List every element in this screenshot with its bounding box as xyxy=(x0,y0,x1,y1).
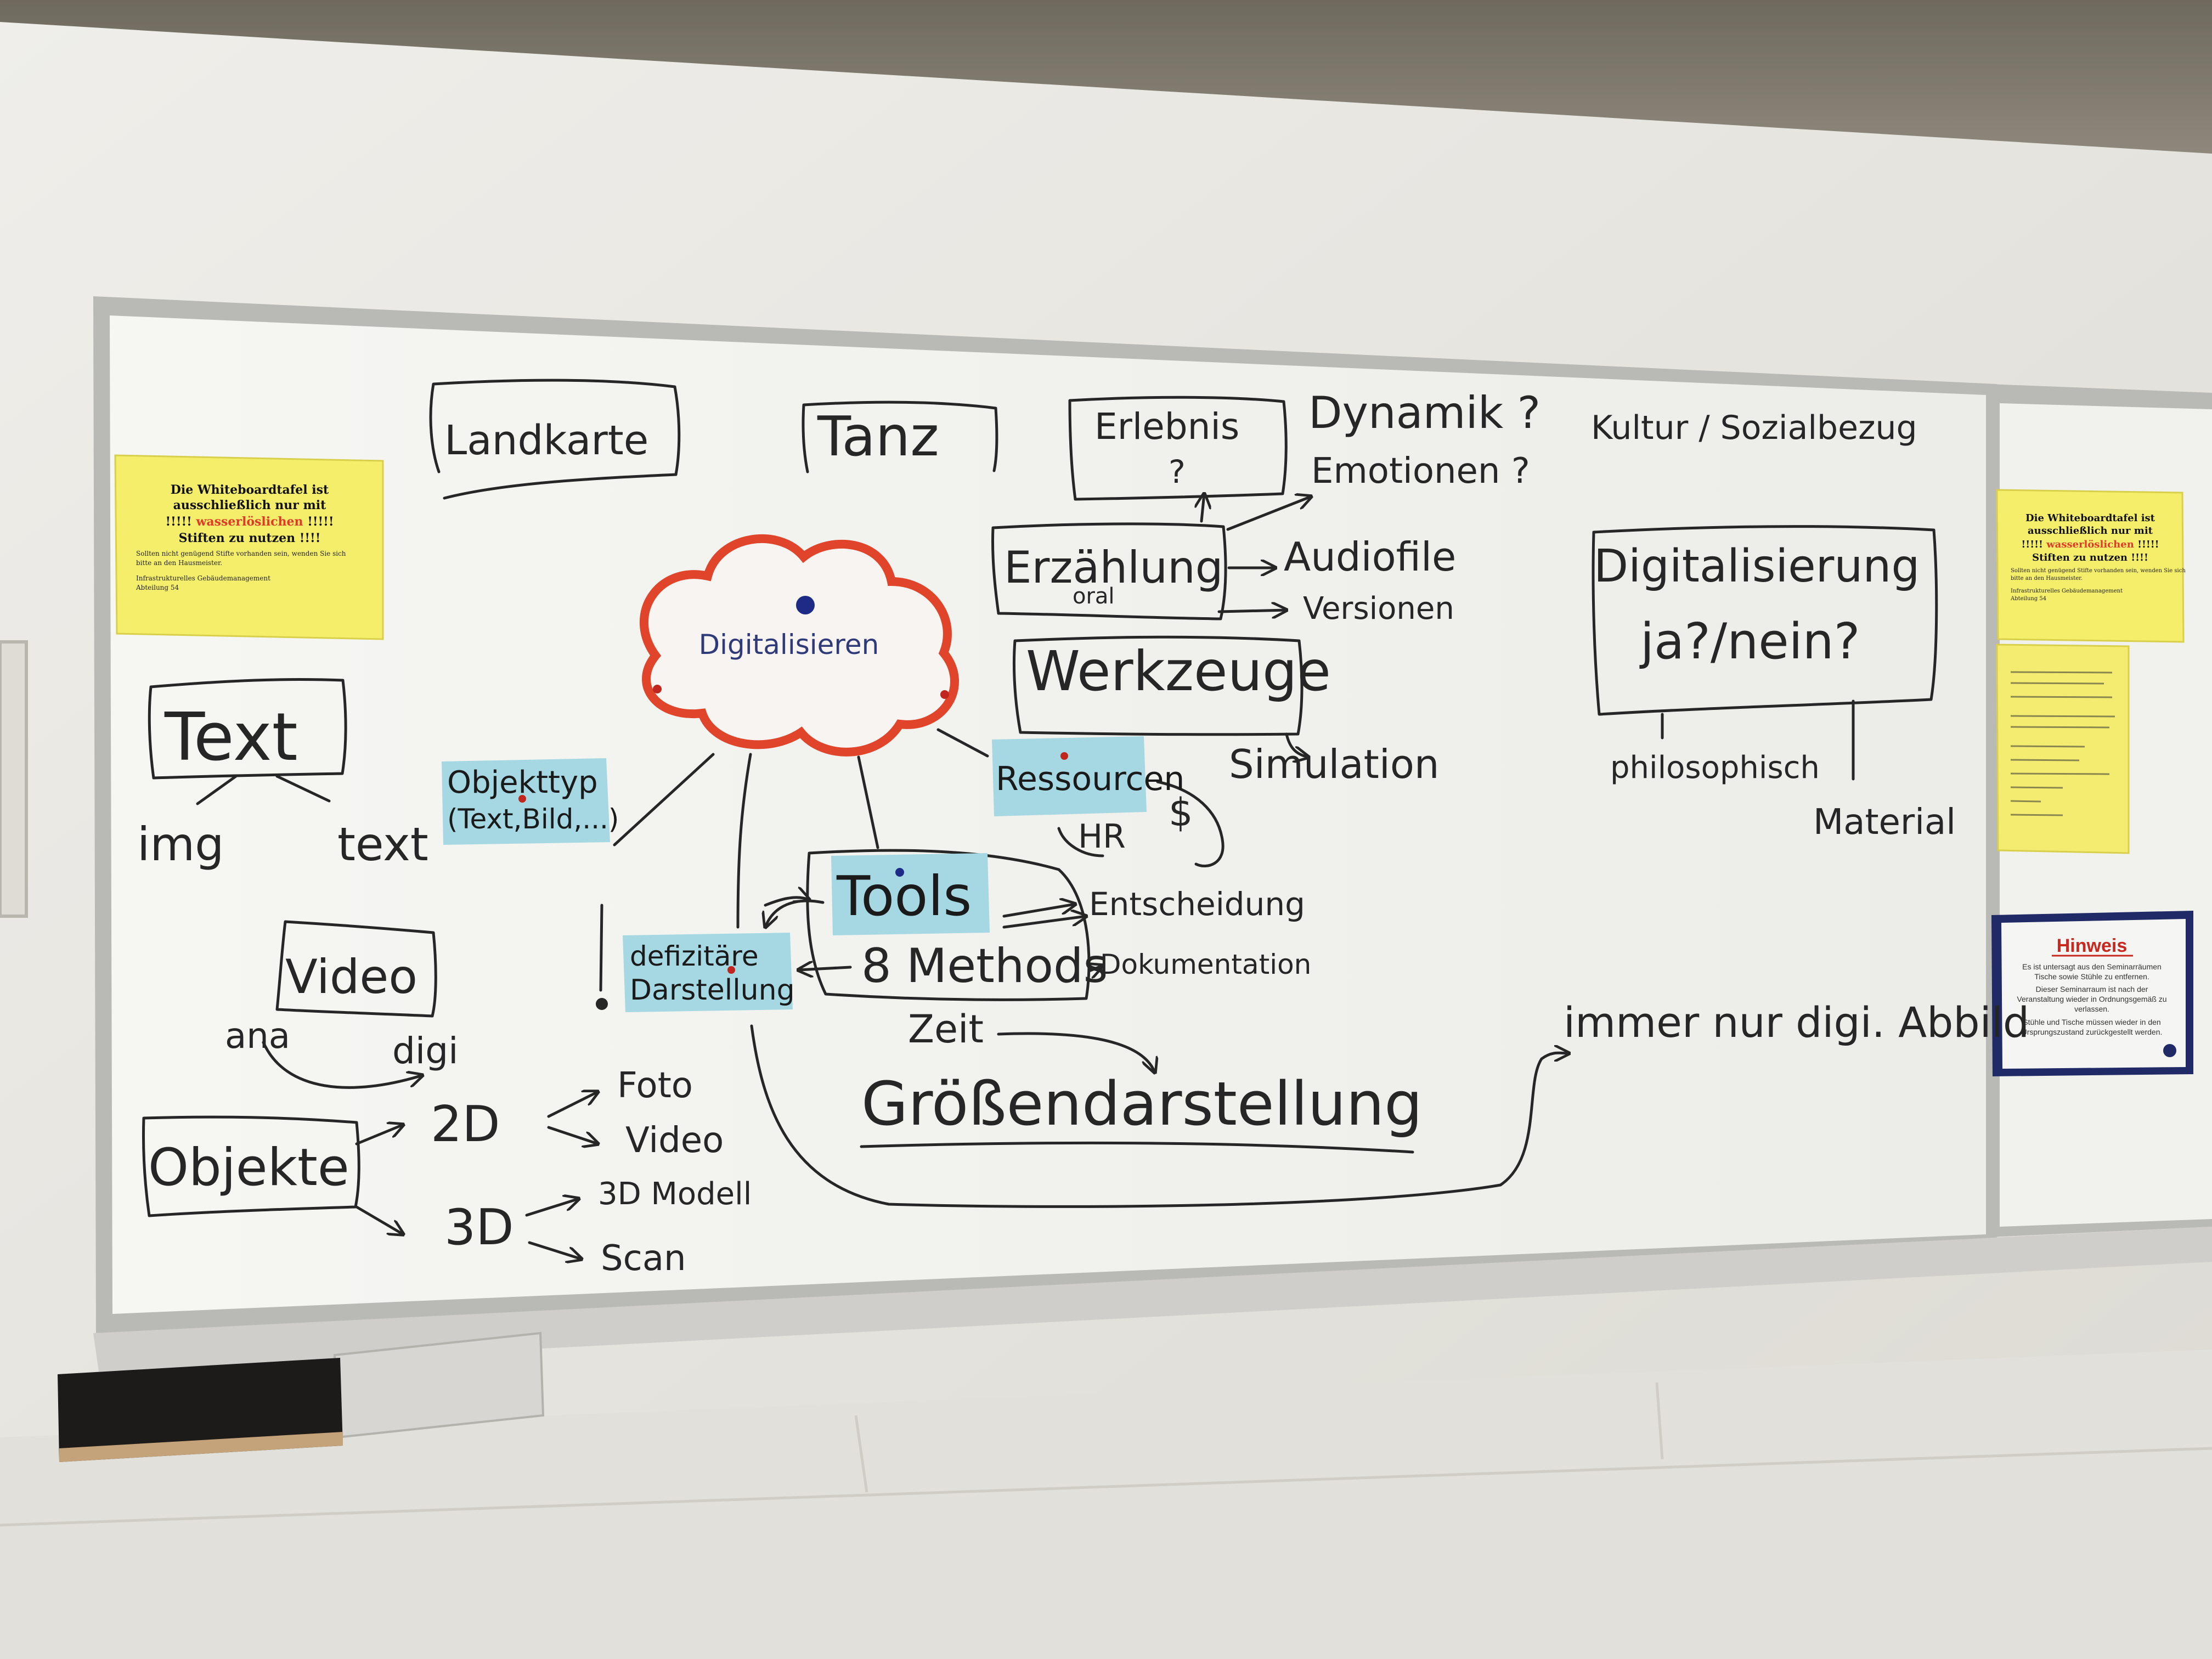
note-defizitaere-line1: defizitäre xyxy=(630,940,759,972)
note-tools: Tools xyxy=(831,853,990,935)
sign-right-line7: Infrastrukturelles Gebäudemanagement xyxy=(2011,588,2123,594)
word-oral: oral xyxy=(1073,584,1115,609)
note-defizitaere: defizitäre Darstellung xyxy=(623,933,795,1012)
word-dollar: $ xyxy=(1169,790,1193,835)
box-text xyxy=(148,678,347,780)
word-audiofile: Audiofile xyxy=(1284,534,1456,580)
hinweis-line2: Tische sowie Stühle zu entfernen. xyxy=(2034,972,2149,981)
word-emotionen: Emotionen ? xyxy=(1311,451,1530,492)
word-werkzeuge: Werkzeuge xyxy=(1026,639,1331,703)
warning-sign-right: Die Whiteboardtafel ist ausschließlich n… xyxy=(1996,489,2186,643)
word-3d: 3D xyxy=(444,1199,514,1256)
hinweis-line6: Stühle und Tische müssen wieder in den xyxy=(2023,1018,2160,1026)
box-erzaehlung xyxy=(991,522,1227,620)
box-video xyxy=(275,920,437,1018)
note-objekttyp-line1: Objekttyp xyxy=(447,765,598,800)
note-ressourcen-label: Ressourcen xyxy=(996,760,1184,798)
word-groessendarstellung: Größendarstellung xyxy=(861,1069,1423,1139)
sign-left-line6: bitte an den Hausmeister. xyxy=(136,559,222,567)
word-kultur: Kultur / Sozialbezug xyxy=(1591,409,1917,447)
word-zeit: Zeit xyxy=(908,1007,984,1052)
word-landkarte: Landkarte xyxy=(444,417,648,464)
word-3d-modell: 3D Modell xyxy=(598,1176,752,1212)
sign-right-line2: ausschließlich nur mit xyxy=(2028,525,2153,537)
note-tools-label: Tools xyxy=(836,864,972,928)
word-text-boxed: Text xyxy=(164,699,298,776)
sign-right-line8: Abteilung 54 xyxy=(2010,596,2046,602)
word-erlebnis-question: ? xyxy=(1169,453,1186,490)
box-landkarte xyxy=(429,379,681,500)
sign-right-line6: bitte an den Hausmeister. xyxy=(2011,575,2083,582)
word-dynamik: Dynamik ? xyxy=(1308,387,1541,438)
sign-right-line4: Stiften zu nutzen !!!! xyxy=(2032,552,2148,563)
word-video: Video xyxy=(625,1120,724,1161)
box-digitalisierung xyxy=(1592,525,1938,716)
cloud-label: Digitalisieren xyxy=(699,629,879,661)
note-objekttyp-line2: (Text,Bild,...) xyxy=(447,803,619,835)
box-erlebnis xyxy=(1068,396,1288,501)
word-scan: Scan xyxy=(601,1238,686,1279)
sign-left-line8: Abteilung 54 xyxy=(136,584,179,591)
word-img: img xyxy=(137,817,224,871)
word-methods: 8 Methods xyxy=(861,939,1108,994)
word-hr: HR xyxy=(1078,817,1126,856)
word-ja-nein: ja?/nein? xyxy=(1639,613,1860,670)
word-digi: digi xyxy=(392,1030,458,1072)
sign-left-line4: Stiften zu nutzen !!!! xyxy=(179,531,321,545)
concrete-ceiling xyxy=(0,0,2212,154)
sign-right-line1: Die Whiteboardtafel ist xyxy=(2025,512,2155,524)
word-philosophisch: philosophisch xyxy=(1610,750,1820,786)
word-video-boxed: Video xyxy=(285,950,417,1005)
sign-right-line3: !!!!! wasserlöslichen !!!!! xyxy=(2021,539,2159,550)
word-material: Material xyxy=(1813,802,1956,843)
word-erlebnis: Erlebnis xyxy=(1094,405,1239,448)
word-entscheidung: Entscheidung xyxy=(1089,885,1305,923)
word-dokumentation: Dokumentation xyxy=(1100,949,1311,980)
warning-sign-left: Die Whiteboardtafel ist ausschließlich n… xyxy=(114,454,384,640)
sign-left-line5: Sollten nicht genügend Stifte vorhanden … xyxy=(136,550,346,557)
word-text: text xyxy=(337,817,428,871)
wall-panel-left xyxy=(0,640,28,918)
word-digitalisierung: Digitalisierung xyxy=(1594,540,1920,592)
word-erzaehlung: Erzählung xyxy=(1004,542,1223,593)
word-objekte: Objekte xyxy=(148,1138,349,1198)
note-ressourcen: Ressourcen xyxy=(992,736,1184,816)
eraser xyxy=(58,1358,343,1462)
magnet-blue xyxy=(796,596,815,614)
sign-right-line5: Sollten nicht genügend Stifte vorhanden … xyxy=(2011,568,2186,574)
sign-left-line1: Die Whiteboardtafel ist xyxy=(171,483,329,497)
hinweis-line4: Veranstaltung wieder in Ordnungsgemäß zu xyxy=(2017,995,2166,1003)
hinweis-line1: Es ist untersagt aus den Seminarräumen xyxy=(2022,962,2162,971)
word-versionen: Versionen xyxy=(1303,591,1454,627)
note-objekttyp: Objekttyp (Text,Bild,...) xyxy=(442,758,619,845)
word-ana: ana xyxy=(225,1016,290,1057)
hinweis-line7: Ursprungszustand zurückgestellt werden. xyxy=(2022,1028,2163,1036)
word-2d: 2D xyxy=(431,1096,500,1153)
hinweis-line5: verlassen. xyxy=(2074,1005,2109,1013)
word-immer-nur-digi: immer nur digi. Abbild xyxy=(1564,998,2029,1047)
marker-tray xyxy=(93,1227,2212,1372)
box-tanz xyxy=(802,400,998,473)
word-foto: Foto xyxy=(617,1065,693,1106)
word-tanz: Tanz xyxy=(817,404,939,469)
sign-left-line3: !!!!! wasserlöslichen !!!!! xyxy=(166,515,334,529)
hinweis-sign: Hinweis Es ist untersagt aus den Seminar… xyxy=(1991,911,2193,1076)
box-werkzeuge xyxy=(1012,635,1304,736)
cloud-digitalisieren: Digitalisieren xyxy=(639,534,959,757)
sign-left-line2: ausschließlich nur mit xyxy=(173,498,326,512)
yellow-notice-small xyxy=(1996,644,2130,854)
sign-left-line7: Infrastrukturelles Gebäudemanagement xyxy=(136,574,270,582)
word-simulation: Simulation xyxy=(1229,741,1440,787)
hinweis-title: Hinweis xyxy=(2057,935,2127,956)
note-defizitaere-line2: Darstellung xyxy=(630,974,795,1007)
hinweis-line3: Dieser Seminarraum ist nach der xyxy=(2036,985,2148,994)
